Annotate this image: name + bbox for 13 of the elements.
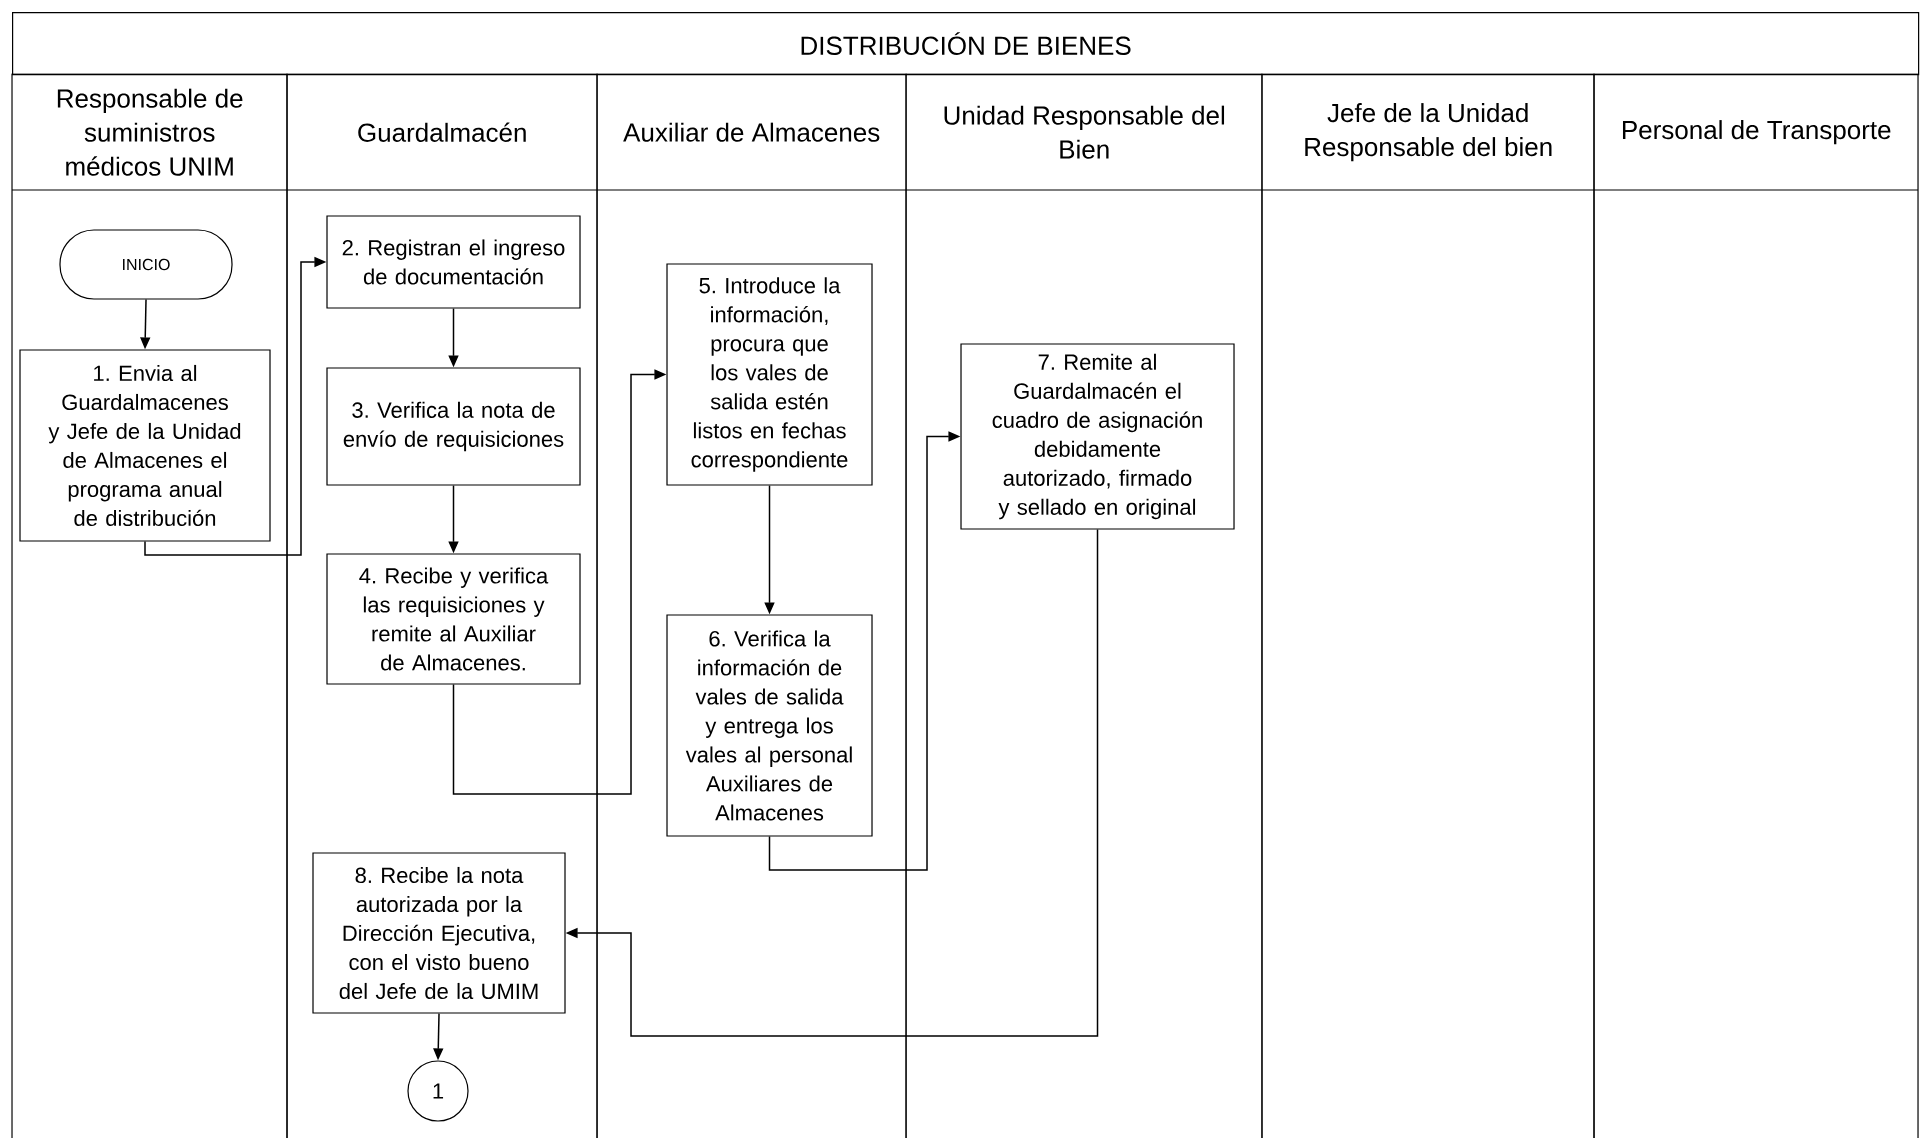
process-box: 4. Recibe y verifica las requisiciones y remite al Auxiliar de Almacenes. [326,553,581,685]
process-box: 3. Verifica la nota de envío de requisiciones [326,367,581,486]
process-box: 5. Introduce la información, procura que los vales de salida estén listos en fechas correspondiente [666,263,873,486]
process-box: 2. Registran el ingreso de documentación [326,215,581,309]
title-bar: DISTRIBUCIÓN DE BIENES [12,12,1920,76]
page-connector: 1 [407,1060,469,1122]
process-box: 6. Verifica la información de vales de salida y entrega los vales al personal Auxiliares de Almacenes [666,614,873,837]
swimlane: Personal de Transporte [1593,73,1919,1138]
swimlane: Jefe de la Unidad Responsable del bien [1261,73,1595,1138]
process-box: 8. Recibe la nota autorizada por la Dirección Ejecutiva, con el visto bueno del Jefe de la UMIM [312,852,566,1014]
process-box: 1. Envia al Guardalmacenes y Jefe de la Unidad de Almacenes el programa anual de distribución [19,349,271,542]
start-terminal: INICIO [59,229,233,300]
process-box: 7. Remite al Guardalmacén el cuadro de asignación debidamente autorizado, firmado y sellado en original [960,343,1235,530]
